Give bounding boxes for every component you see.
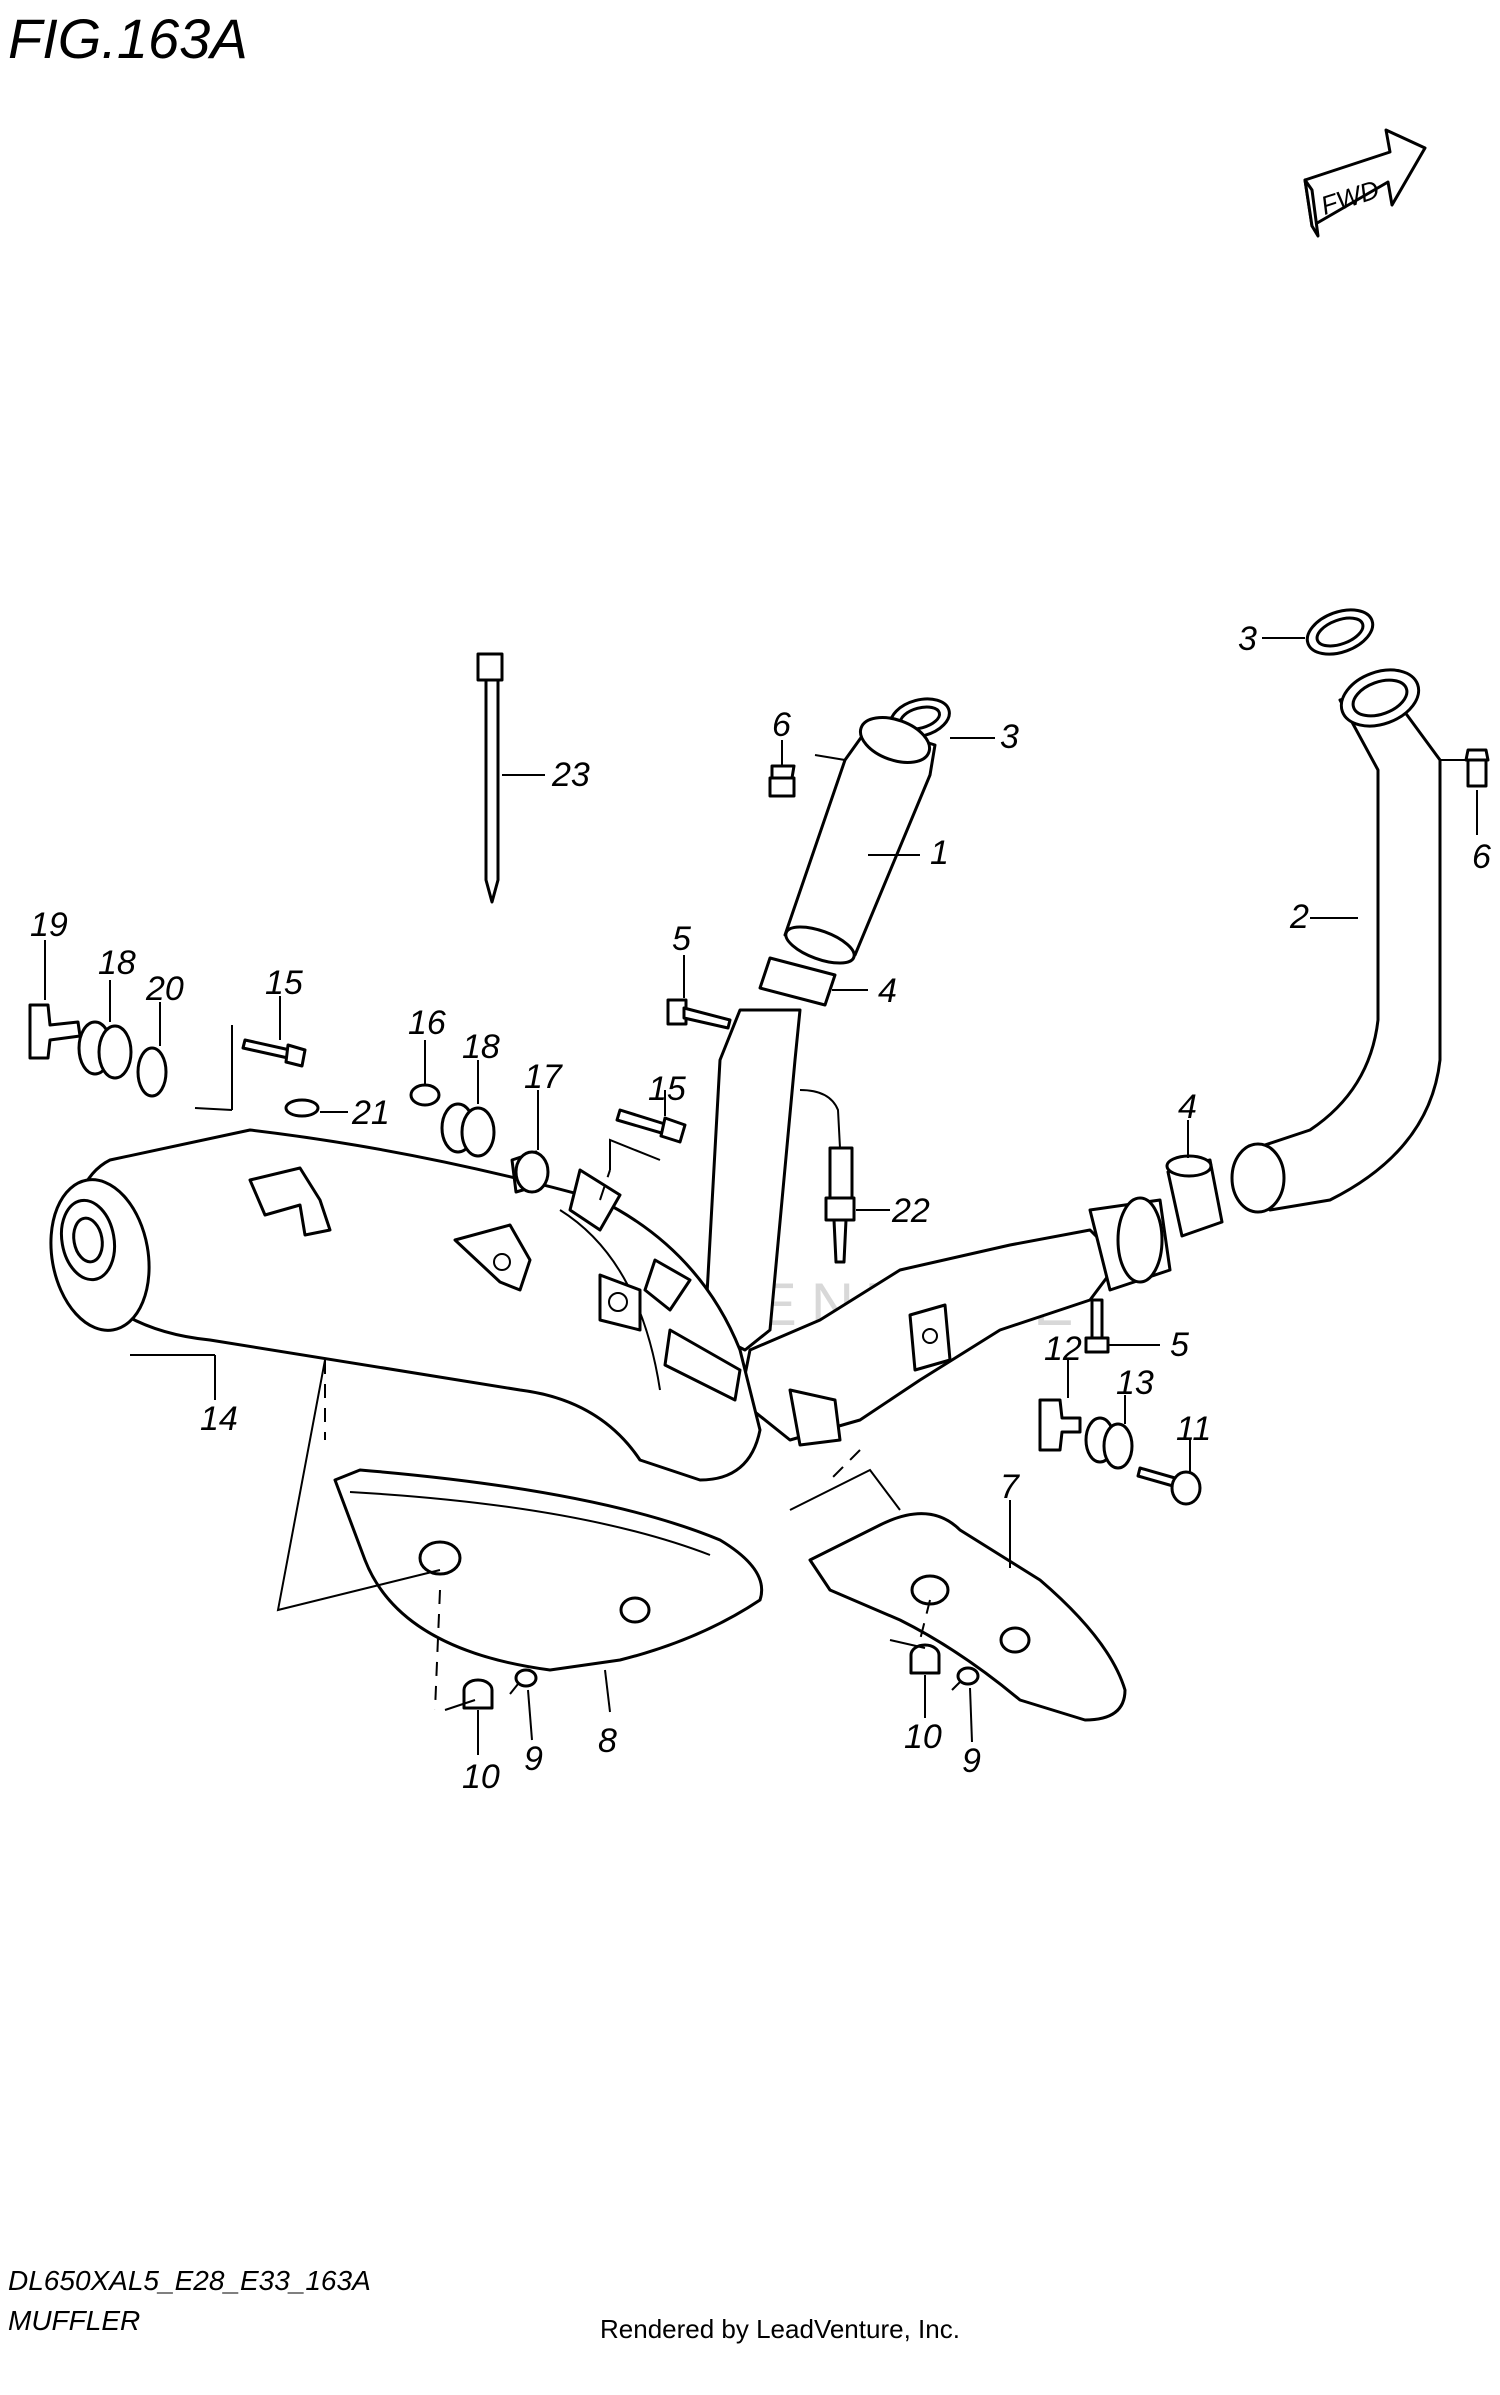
callout-11: 11 <box>1176 1410 1211 1448</box>
callout-1: 1 <box>930 834 949 872</box>
washer-20-part <box>136 1002 168 1098</box>
callout-9-left: 9 <box>524 1740 543 1778</box>
bolt-11-part <box>1136 1440 1202 1506</box>
figure-code: DL650XAL5_E28_E33_163A <box>8 2265 371 2296</box>
callout-7: 7 <box>1000 1468 1020 1506</box>
bolt-15-right-part <box>615 1090 687 1144</box>
callout-16: 16 <box>408 1004 446 1042</box>
bolt-5-right-part <box>1084 1298 1160 1354</box>
callout-18-left: 18 <box>98 944 136 982</box>
figure-title: FIG.163A <box>8 7 248 70</box>
callout-14: 14 <box>200 1400 238 1438</box>
collar-12-part <box>1038 1360 1082 1452</box>
bolt-19-part <box>28 940 82 1060</box>
grommet-18-right-part <box>440 1060 496 1158</box>
clip-21-part <box>284 1098 348 1118</box>
callout-8: 8 <box>598 1722 617 1760</box>
exhaust-pipe-right-part <box>1230 668 1442 1214</box>
callout-4-left: 4 <box>878 972 897 1010</box>
bolt-right-part <box>1440 748 1490 835</box>
callout-4-right: 4 <box>1178 1088 1197 1126</box>
grommet-10-left-part <box>462 1678 494 1755</box>
collar-17-part <box>510 1090 550 1194</box>
forward-arrow-icon: FWD <box>1303 128 1427 238</box>
bolt-15-left-part <box>241 996 307 1068</box>
callout-15-left: 15 <box>265 964 303 1002</box>
silencer-part <box>49 1128 842 1482</box>
callout-22: 22 <box>891 1192 930 1230</box>
callout-3-middle: 3 <box>1000 718 1019 756</box>
grommet-10-right-part <box>909 1643 941 1718</box>
callout-6-right: 6 <box>1472 838 1491 876</box>
heat-shield-right-part <box>808 1500 1127 1722</box>
callout-5-right: 5 <box>1170 1326 1189 1364</box>
callout-10-left: 10 <box>462 1758 500 1796</box>
grommet-13-part <box>1084 1395 1134 1470</box>
heat-shield-left-part <box>333 1468 764 1713</box>
screw-9-right-part <box>951 1666 980 1743</box>
render-credit: Rendered by LeadVenture, Inc. <box>600 2314 960 2344</box>
figure-name: MUFFLER <box>8 2305 140 2336</box>
bolt-left-part <box>768 740 796 798</box>
grommet-18-left-part <box>77 980 133 1080</box>
callout-2: 2 <box>1289 898 1309 936</box>
callout-6-left: 6 <box>772 706 791 744</box>
washer-16-part <box>409 1040 441 1107</box>
callouts: 1 2 3 3 4 4 5 5 6 6 7 8 9 9 10 10 11 12 … <box>30 620 1491 1796</box>
callout-5-left: 5 <box>672 920 691 958</box>
oxygen-sensor-part <box>799 1089 890 1264</box>
cable-tie-part <box>476 652 545 904</box>
callout-20: 20 <box>145 970 184 1008</box>
sleeve-left-part <box>758 956 868 1007</box>
collector-pipe-part <box>703 1008 1172 1442</box>
callout-23: 23 <box>551 756 590 794</box>
callout-3-upper: 3 <box>1238 620 1257 658</box>
callout-17: 17 <box>524 1058 563 1096</box>
screw-9-left-part <box>509 1668 538 1741</box>
callout-10-right: 10 <box>904 1718 942 1756</box>
callout-21: 21 <box>351 1094 390 1132</box>
front-pipe-part <box>783 716 937 965</box>
callout-12: 12 <box>1044 1330 1082 1368</box>
callout-19: 19 <box>30 906 68 944</box>
callout-18-right: 18 <box>462 1028 500 1066</box>
assembly-lines <box>194 1025 931 1711</box>
callout-13: 13 <box>1116 1364 1154 1402</box>
callout-15-right: 15 <box>648 1070 686 1108</box>
sleeve-right-part <box>1165 1120 1224 1238</box>
gasket-upper-right-part <box>1262 608 1375 656</box>
callout-9-right: 9 <box>962 1742 981 1780</box>
bolt-5-left-part <box>666 955 732 1030</box>
